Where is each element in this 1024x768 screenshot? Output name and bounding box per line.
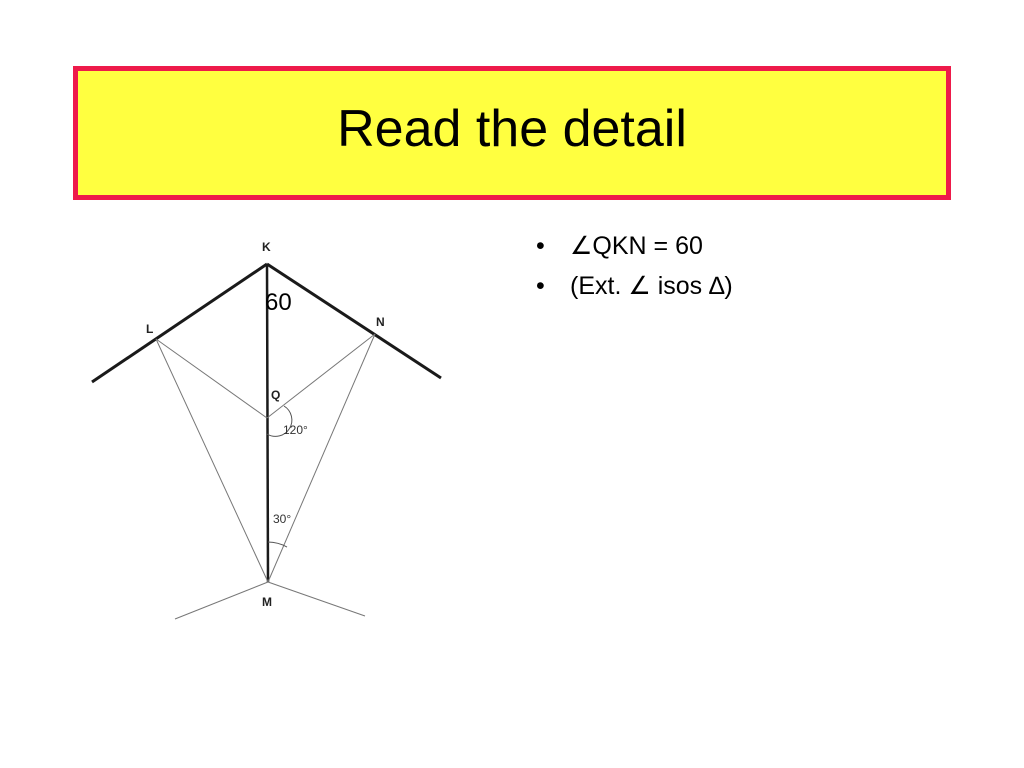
angle-label-q: 120° [283, 423, 308, 437]
line-nm [267, 333, 376, 583]
angle-overlay-label: 60 [265, 289, 292, 316]
bullet-list: • ∠QKN = 60 • (Ext. ∠ isos ∆) [536, 226, 733, 306]
point-label-q: Q [271, 388, 280, 402]
point-label-m: M [262, 595, 272, 609]
bullet-item: • ∠QKN = 60 [536, 226, 733, 266]
line-lm [155, 338, 269, 583]
line-k-left-arm [91, 262, 268, 384]
angle-label-m: 30° [273, 512, 291, 526]
title-box: Read the detail [73, 66, 951, 200]
bullet-marker: • [536, 232, 545, 260]
point-label-l: L [146, 322, 153, 336]
bullet-text: (Ext. ∠ isos ∆) [570, 272, 733, 300]
line-nq [266, 333, 376, 419]
bullet-item: • (Ext. ∠ isos ∆) [536, 266, 733, 306]
angle-arc-q [266, 405, 293, 437]
line-lq [155, 338, 268, 419]
line-k-right-arm [266, 262, 442, 380]
bullet-text: ∠QKN = 60 [570, 232, 703, 260]
angle-arc-m [267, 541, 288, 548]
slide-title: Read the detail [337, 100, 687, 158]
line-m-left-arm [174, 581, 269, 620]
bullet-marker: • [536, 272, 545, 300]
line-km [265, 263, 270, 583]
point-label-k: K [262, 240, 271, 254]
line-m-right-arm [267, 581, 366, 617]
point-label-n: N [376, 315, 385, 329]
